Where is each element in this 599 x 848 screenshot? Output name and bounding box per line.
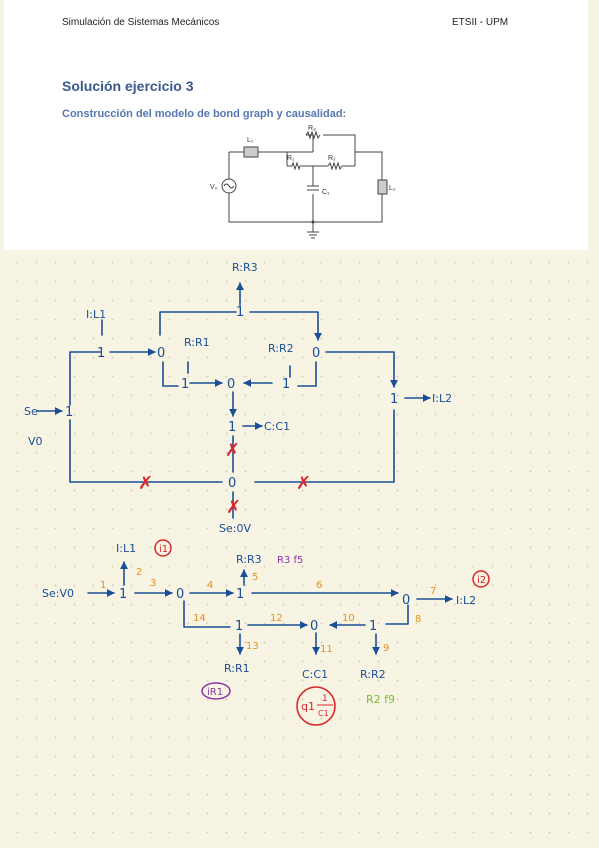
- cross-mark: ✗: [226, 497, 241, 518]
- r3f5-label: R3 f5: [277, 555, 303, 566]
- junction-0: 0: [312, 346, 320, 361]
- junction-1: 1: [236, 587, 244, 602]
- junction-1: 1: [65, 405, 73, 420]
- bond-number-7: 7: [430, 586, 436, 597]
- frac-num: 1: [322, 694, 328, 704]
- bond-number-3: 3: [150, 578, 156, 589]
- bond-number-4: 4: [207, 580, 213, 591]
- bond-number-5: 5: [252, 572, 258, 583]
- document-page: [4, 0, 588, 250]
- junction-1: 1: [228, 420, 236, 435]
- il1-label: I:L1: [86, 308, 106, 321]
- rr1-label: R:R1: [224, 662, 250, 675]
- header-school: ETSII - UPM: [452, 17, 509, 28]
- junction-0: 0: [227, 377, 235, 392]
- ir1-label: iR1: [207, 687, 223, 698]
- junction-1: 1: [236, 305, 244, 320]
- bond-number-9: 9: [383, 643, 389, 654]
- i1-label: i1: [159, 544, 168, 555]
- junction-1: 1: [282, 377, 290, 392]
- il2-label: I:L2: [432, 392, 452, 405]
- flow-i2-circle: [472, 570, 490, 588]
- bond-number-13: 13: [246, 641, 259, 652]
- junction-1: 1: [235, 619, 243, 634]
- junction-1: 1: [369, 619, 377, 634]
- sev0-label: Se:V0: [42, 587, 74, 600]
- page-title: Solución ejercicio 3: [62, 78, 194, 94]
- ground-icon: [307, 222, 319, 239]
- rr3-label: R:R3: [232, 261, 258, 274]
- bond-number-10: 10: [342, 613, 355, 624]
- bond-number-2: 2: [136, 567, 142, 578]
- bond-number-11: 11: [320, 644, 333, 655]
- q1-label: q1: [301, 700, 315, 713]
- label-c1: C₁: [322, 189, 330, 196]
- header-course-title: Simulación de Sistemas Mecánicos: [62, 17, 220, 28]
- bond-number-8: 8: [415, 614, 421, 625]
- junction-1: 1: [97, 346, 105, 361]
- label-l1: L₁: [247, 137, 254, 144]
- se-label: Se: [24, 405, 38, 418]
- cross-mark: ✗: [296, 473, 311, 494]
- cc1-label: C:C1: [264, 420, 290, 433]
- resistor-r2-icon: [327, 161, 343, 171]
- bond-number-12: 12: [270, 613, 283, 624]
- cross-mark: ✗: [225, 440, 240, 461]
- junction-0: 0: [402, 593, 410, 608]
- frac-den: C1: [318, 709, 329, 718]
- bond-graph-sketch-1: R:R3 1 I:L1 1 0 R:R1 R:R2 0 1 0 1 1 I:L2…: [24, 261, 452, 535]
- inductor-l1-icon: [243, 146, 259, 158]
- circuit-diagram: L₁ R₃ R₁ R₂ V₀ C₁ L₂: [210, 125, 396, 239]
- inductor-l2-icon: [377, 179, 388, 195]
- junction-0: 0: [157, 346, 165, 361]
- resistor-r3-icon: [305, 130, 321, 140]
- capacitor-c1-icon: [307, 185, 319, 191]
- i2-label: i2: [477, 575, 486, 586]
- bond-number-6: 6: [316, 580, 322, 591]
- se0v-label: Se:0V: [219, 522, 251, 535]
- resistor-r1-icon: [291, 161, 301, 171]
- q1-circle: [296, 686, 336, 726]
- label-r1: R₁: [287, 155, 295, 162]
- flow-i1-circle: [154, 539, 172, 557]
- junction-1: 1: [119, 587, 127, 602]
- rr1-label: R:R1: [184, 336, 210, 349]
- junction-0: 0: [176, 587, 184, 602]
- cross-mark: ✗: [138, 473, 153, 494]
- label-v0: V₀: [210, 184, 218, 191]
- cc1-label: C:C1: [302, 668, 328, 681]
- v0-label: V0: [28, 435, 43, 448]
- label-r2: R₂: [328, 155, 336, 162]
- label-l2: L₂: [389, 185, 396, 192]
- junction-1: 1: [181, 377, 189, 392]
- junction-1: 1: [390, 392, 398, 407]
- bond-graph-sketch-2: I:L1 i1 R:R3 R3 f5 Se:V0 1 0 1 0 I:L2 i2…: [42, 539, 490, 726]
- r2f9-label: R2 f9: [366, 693, 395, 706]
- rr2-label: R:R2: [360, 668, 386, 681]
- il2-label: I:L2: [456, 594, 476, 607]
- rr2-label: R:R2: [268, 342, 294, 355]
- il1-label: I:L1: [116, 542, 136, 555]
- ir1-circle: [201, 682, 231, 700]
- junction-0: 0: [228, 476, 236, 491]
- junction-0: 0: [310, 619, 318, 634]
- bond-number-14: 14: [193, 613, 206, 624]
- section-subtitle: Construcción del modelo de bond graph y …: [62, 108, 347, 120]
- label-r3: R₃: [308, 125, 316, 132]
- bond-number-1: 1: [100, 580, 106, 591]
- rr3-label: R:R3: [236, 553, 262, 566]
